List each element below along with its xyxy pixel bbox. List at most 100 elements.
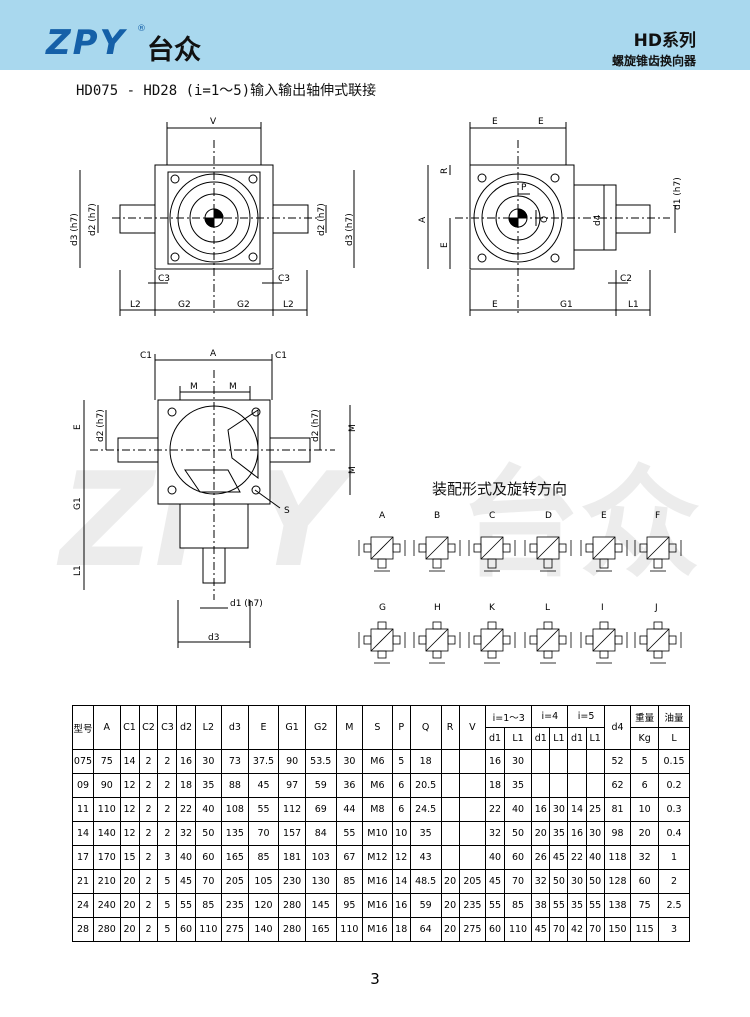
table-cell: 36 — [335, 773, 364, 798]
table-subheader-cell: L1 — [549, 727, 569, 750]
table-cell: 2 — [157, 749, 178, 774]
table-cell: 2 — [138, 821, 159, 846]
table-cell: 62 — [603, 773, 632, 798]
table-cell: 12 — [391, 845, 411, 870]
table-cell: 38 — [531, 893, 551, 918]
table-cell: 22 — [567, 845, 587, 870]
table-header-cell: G2 — [304, 705, 337, 750]
table-cell — [531, 749, 551, 774]
dim-d2-right: d2 (h7) — [317, 203, 327, 236]
table-cell: 0.4 — [658, 821, 690, 846]
table-cell: 55 — [549, 893, 569, 918]
table-cell: 110 — [194, 917, 223, 942]
table-cell: 50 — [194, 821, 223, 846]
dim-d2-sec-left: d2 (h7) — [96, 409, 106, 442]
table-cell — [458, 845, 487, 870]
table-cell: 20 — [630, 821, 660, 846]
table-cell: 73 — [221, 749, 249, 774]
table-header-cell: C2 — [138, 705, 159, 750]
table-cell: 18 — [485, 773, 505, 798]
table-cell: 30 — [503, 749, 533, 774]
table-cell: 40 — [485, 845, 505, 870]
dim-m-right: M — [229, 382, 237, 392]
brand-name-cn: 台众 — [147, 35, 201, 66]
table-cell: 55 — [176, 893, 196, 918]
table-cell: M10 — [362, 821, 393, 846]
table-cell: 210 — [93, 869, 121, 894]
mount-L-diagram: L — [524, 603, 572, 664]
table-cell: 35 — [194, 773, 223, 798]
table-cell: 40 — [194, 797, 223, 822]
mount-G-diagram: G — [358, 603, 406, 664]
table-cell: 44 — [335, 797, 364, 822]
table-cell: 20 — [531, 821, 551, 846]
table-cell: 20 — [119, 893, 140, 918]
table-cell: 16 — [176, 749, 196, 774]
dim-l1-sec: L1 — [73, 565, 83, 576]
dim-v: V — [210, 117, 217, 127]
table-cell: 26 — [531, 845, 551, 870]
table-cell: 145 — [304, 893, 337, 918]
table-cell: 2 — [157, 821, 178, 846]
table-subheader-cell: Kg — [630, 727, 660, 750]
table-header-cell: E — [247, 705, 280, 750]
table-cell: 2 — [157, 797, 178, 822]
table-cell: 2 — [138, 917, 159, 942]
table-cell — [458, 773, 487, 798]
table-cell: 20 — [440, 917, 460, 942]
table-cell: 2 — [138, 749, 159, 774]
table-cell: 10 — [391, 821, 411, 846]
table-cell: 42 — [567, 917, 587, 942]
table-cell: 6 — [391, 797, 411, 822]
table-cell: 20.5 — [409, 773, 442, 798]
table-cell — [440, 845, 460, 870]
header-band: ZPY ® 台众 HD系列 螺旋锥齿换向器 — [0, 0, 750, 70]
dim-d1-sec: d1 (h7) — [230, 599, 263, 609]
table-cell: 70 — [549, 917, 569, 942]
table-cell: 75 — [630, 893, 660, 918]
table-cell: 2 — [138, 797, 159, 822]
table-cell: 64 — [409, 917, 442, 942]
table-cell: 55 — [585, 893, 605, 918]
dim-c3-left: C3 — [158, 274, 170, 284]
table-cell: 3 — [157, 845, 178, 870]
table-cell: 205 — [221, 869, 249, 894]
table-cell: 97 — [278, 773, 306, 798]
table-cell: 25 — [585, 797, 605, 822]
table-cell: 14 — [72, 821, 94, 846]
view-side-labels: E E R A E P Q d4 d1 (h7) C2 E G1 L1 — [418, 117, 683, 310]
dim-a-top: A — [210, 349, 217, 359]
table-cell: 275 — [221, 917, 249, 942]
table-cell: 32 — [531, 869, 551, 894]
table-cell — [440, 797, 460, 822]
registered-mark: ® — [137, 24, 146, 34]
table-cell: 48.5 — [409, 869, 442, 894]
page-title: HD075 - HD28 (i=1～5)输入输出轴伸式联接 — [76, 83, 377, 99]
table-cell: 43 — [409, 845, 442, 870]
mounting-section-title: 装配形式及旋转方向 — [432, 480, 568, 498]
table-cell: 45 — [549, 845, 569, 870]
table-cell: M16 — [362, 917, 393, 942]
mount-E-diagram: E — [580, 511, 628, 572]
mount-J-diagram: J — [634, 603, 682, 664]
table-header-cell: M — [335, 705, 364, 750]
dim-p: P — [521, 183, 527, 193]
table-cell: 60 — [630, 869, 660, 894]
table-cell: M8 — [362, 797, 393, 822]
table-cell: 50 — [549, 869, 569, 894]
table-cell: 24.5 — [409, 797, 442, 822]
mount-label: G — [379, 603, 386, 613]
table-cell: M12 — [362, 845, 393, 870]
view-section — [83, 354, 351, 648]
table-header-cell: G1 — [278, 705, 306, 750]
table-cell: 280 — [278, 917, 306, 942]
mount-label: J — [654, 603, 658, 613]
dim-e-sec: E — [73, 424, 83, 430]
table-subheader-cell: d1 — [531, 727, 551, 750]
table-cell — [549, 773, 569, 798]
table-cell: 6 — [391, 773, 411, 798]
table-cell: 0.2 — [658, 773, 690, 798]
mount-label: B — [434, 511, 440, 521]
table-cell: 60 — [503, 845, 533, 870]
